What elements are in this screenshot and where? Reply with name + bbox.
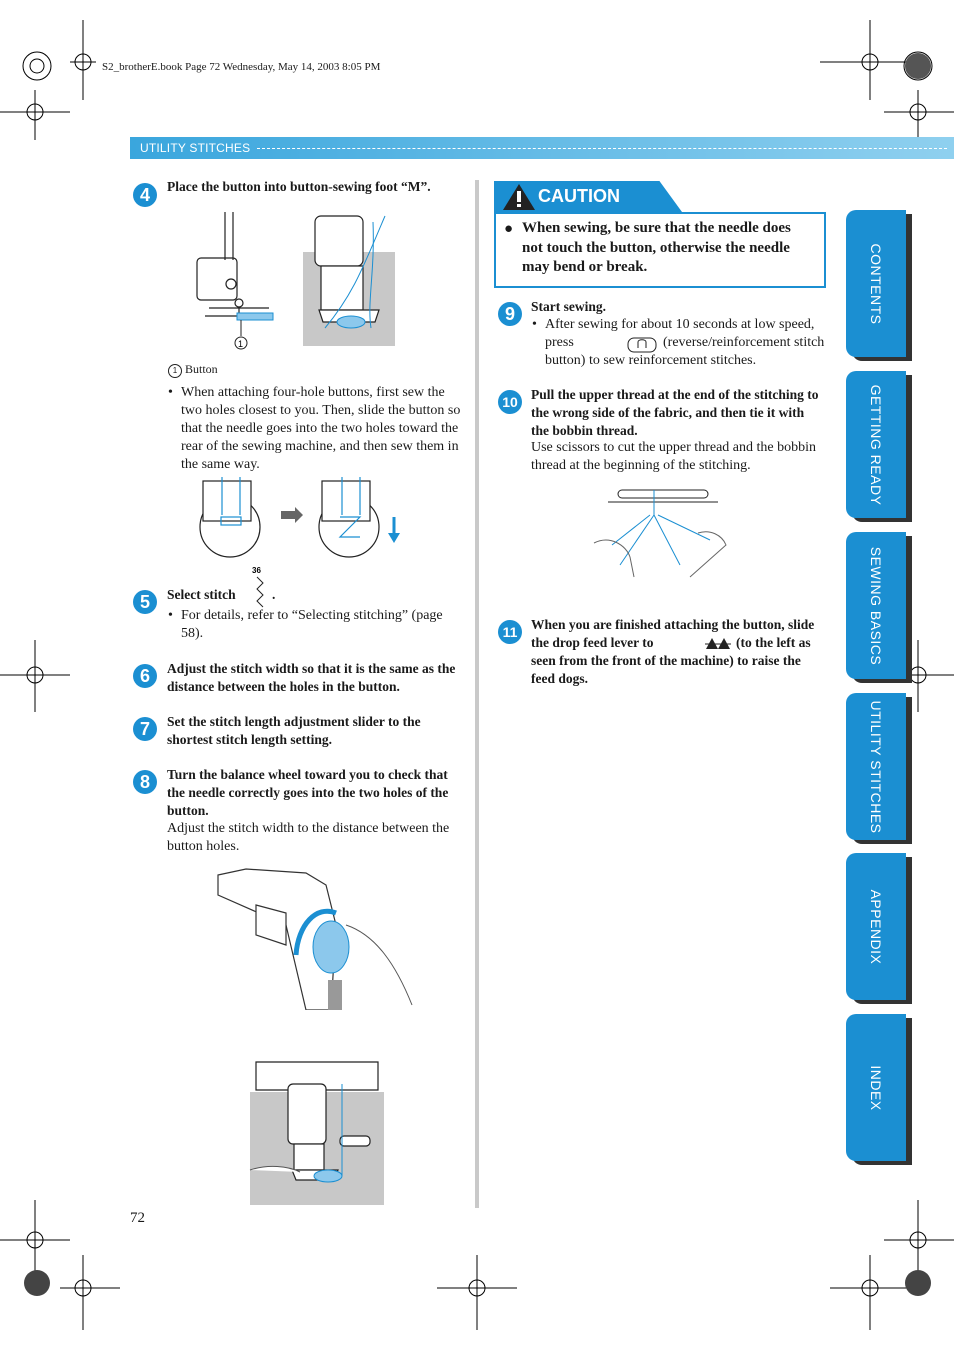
button-foot-illustration: 1 <box>196 212 395 350</box>
feed-dogs-icon <box>705 638 731 649</box>
step-number: 4 <box>133 183 157 207</box>
step-number: 11 <box>498 620 522 644</box>
caution-title: CAUTION <box>538 186 620 206</box>
bullet-dot: • <box>532 317 537 332</box>
callout-number: 1 <box>238 339 243 349</box>
tab-contents[interactable]: CONTENTS <box>846 210 906 357</box>
step-text: Turn the balance wheel toward you to che… <box>167 767 449 818</box>
step-number: 10 <box>498 390 522 414</box>
section-title: UTILITY STITCHES <box>140 141 251 155</box>
step-period: . <box>272 587 276 602</box>
four-hole-button-diagram <box>199 477 400 558</box>
tab-sewing-basics[interactable]: SEWING BASICS <box>846 532 906 679</box>
caution-box <box>494 212 826 288</box>
tab-label: GETTING READY <box>868 384 884 505</box>
bullet-text: (reverse/reinforcement stitch button) to… <box>545 335 825 368</box>
step-number: 5 <box>133 590 157 614</box>
tab-utility-stitches[interactable]: UTILITY STITCHES <box>846 693 906 840</box>
tab-appendix[interactable]: APPENDIX <box>846 853 906 1000</box>
bullet-text: For details, refer to “Selecting stitchi… <box>181 608 443 641</box>
step-number: 8 <box>133 770 157 794</box>
callout-number: 1 <box>168 364 182 378</box>
warning-icon <box>503 184 535 210</box>
page-number: 72 <box>130 1210 145 1226</box>
step-text: Place the button into button-sewing foot… <box>167 179 431 194</box>
tab-label: SEWING BASICS <box>868 546 884 665</box>
step-text: Select stitch <box>167 587 236 602</box>
bullet-dot: • <box>168 385 173 400</box>
bullet-dot: • <box>168 608 173 623</box>
tab-index[interactable]: INDEX <box>846 1014 906 1161</box>
tie-thread-illustration <box>593 489 727 578</box>
callout-label: Button <box>185 362 218 376</box>
needle-on-button-illustration <box>249 1061 384 1205</box>
step-text: When you are finished attaching the butt… <box>531 617 815 650</box>
step-text: Set the stitch length adjustment slider … <box>167 714 421 747</box>
tab-label: APPENDIX <box>868 889 884 964</box>
bullet-text: After sewing for about 10 seconds at low… <box>545 317 815 350</box>
stitch-code: 36 <box>252 566 261 575</box>
caution-text: When sewing, be sure that the needle doe… <box>522 220 791 275</box>
tab-label: UTILITY STITCHES <box>868 700 884 833</box>
tab-label: CONTENTS <box>868 243 884 324</box>
bullet-text: When attaching four-hole buttons, first … <box>181 385 461 472</box>
column-divider <box>475 180 479 1208</box>
reverse-stitch-button-icon <box>627 337 657 353</box>
step-text: Adjust the stitch width so that it is th… <box>167 661 456 694</box>
step-subtext: Adjust the stitch width to the distance … <box>167 821 450 854</box>
print-info-line: S2_brotherE.book Page 72 Wednesday, May … <box>102 61 381 73</box>
step-number: 9 <box>498 302 522 326</box>
tab-label: INDEX <box>868 1064 884 1111</box>
balance-wheel-illustration <box>217 868 413 1010</box>
tab-getting-ready[interactable]: GETTING READY <box>846 371 906 518</box>
step-number: 6 <box>133 664 157 688</box>
banner-dash <box>257 148 947 149</box>
step-subtext: Use scissors to cut the upper thread and… <box>531 440 816 473</box>
step-number: 7 <box>133 717 157 741</box>
step-text: Pull the upper thread at the end of the … <box>531 387 819 438</box>
caution-bullet: ● <box>504 221 514 237</box>
step-text: (to the left as seen from the front of t… <box>531 635 811 686</box>
stitch-36-icon: 36 <box>252 566 264 608</box>
step-text: Start sewing. <box>531 299 606 314</box>
callout-legend: 1 Button <box>168 362 218 378</box>
